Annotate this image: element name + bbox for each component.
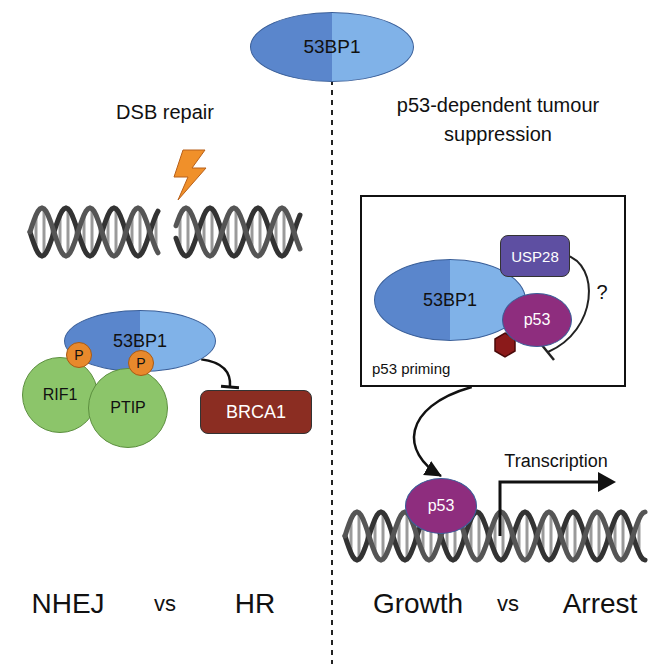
dna-rung [139, 209, 142, 255]
question-mark: ? [596, 281, 607, 304]
node-text: P [74, 347, 83, 363]
node-text: p53 [428, 497, 455, 515]
dna-rung [211, 209, 214, 255]
dna-rung [115, 209, 118, 255]
outcome-label: HR [235, 588, 275, 620]
arrow-connector [414, 387, 472, 476]
dna-strand [30, 208, 300, 256]
outcome-label: NHEJ [31, 588, 104, 620]
phosphate-dot: P [66, 342, 92, 368]
node-text: 53BP1 [423, 290, 477, 311]
protein-blob: p53 [405, 478, 477, 534]
node-text: RIF1 [43, 386, 78, 404]
node-text: p53 priming [372, 360, 450, 377]
outcome-label: Growth [373, 588, 463, 620]
dna-right [345, 512, 645, 560]
dna-rung [382, 513, 385, 559]
node-text: BRCA1 [226, 402, 286, 423]
dna-rung [187, 209, 190, 255]
transcription-arrow [500, 482, 600, 536]
dna-rung [283, 209, 286, 255]
section-title: DSB repair [116, 101, 214, 124]
dna-rung [622, 513, 625, 559]
protein-circle: RIF1 [22, 357, 98, 433]
protein-box: USP28 [500, 235, 570, 277]
dna-rung [574, 513, 577, 559]
dna-rung [598, 513, 601, 559]
process-label: Transcription [504, 451, 607, 472]
inhibition-connector [201, 359, 230, 387]
priming-box: p53 priming 53BP1 USP28 p53 [360, 195, 626, 387]
dna-rung [526, 513, 529, 559]
node-text: 53BP1 [303, 36, 360, 58]
node-text: P [136, 355, 145, 371]
dna-rung [550, 513, 553, 559]
lightning-bolt [174, 150, 206, 200]
phosphate-dot: P [128, 350, 154, 376]
transcription-arrowhead [598, 472, 616, 492]
section-title: p53-dependent tumour suppression [358, 91, 638, 149]
outcome-label: Arrest [563, 588, 638, 620]
protein-blob: p53 [502, 293, 572, 347]
dna-rung [235, 209, 238, 255]
dna-rung [259, 209, 262, 255]
dna-rung [43, 209, 46, 255]
dna-strand [345, 512, 645, 560]
divider-line [331, 80, 333, 664]
versus-label: vs [154, 591, 176, 617]
dna-rung [478, 513, 481, 559]
dna-rung [358, 513, 361, 559]
protein-box: BRCA1 [200, 390, 312, 434]
dna-left [30, 208, 300, 256]
node-text: USP28 [511, 248, 559, 265]
dna-rung [91, 209, 94, 255]
protein-ellipse: 53BP1 [250, 12, 414, 82]
dna-rung [406, 513, 409, 559]
dna-rung [502, 513, 505, 559]
versus-label: vs [497, 591, 519, 617]
dna-strand [345, 512, 645, 560]
protein-circle: PTIP [88, 368, 168, 448]
dna-strand [30, 208, 300, 256]
node-text: PTIP [110, 399, 146, 417]
node-text: 53BP1 [113, 331, 167, 352]
dna-rung [67, 209, 70, 255]
node-text: p53 [524, 311, 551, 329]
